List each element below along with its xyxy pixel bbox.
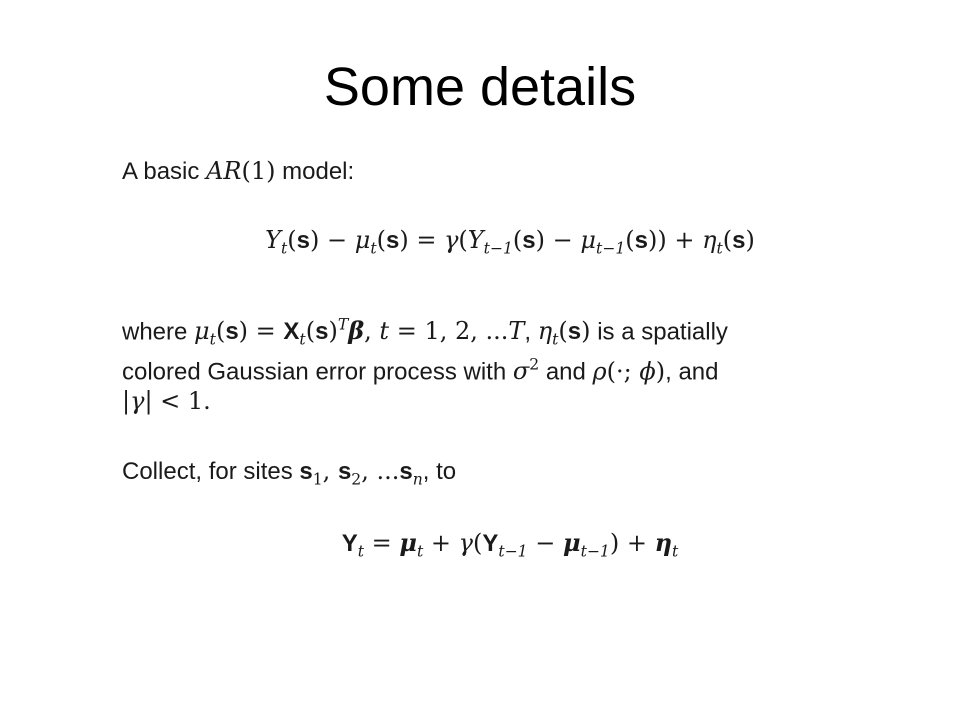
intro-line: A basic AR(1) model: <box>122 156 354 187</box>
where-line-3: |γ| < 1. <box>122 386 211 417</box>
intro-text-after: model: <box>282 158 355 185</box>
and-word: and <box>545 358 586 386</box>
where-line-2-text: colored Gaussian error process with <box>122 358 507 386</box>
gamma-constraint: |γ| < 1. <box>122 387 211 415</box>
equation-2: Yt = μt + γ(Yt−1 − μt−1) + ηt <box>341 528 679 561</box>
slide-title: Some details <box>323 57 637 117</box>
intro-text-before: A basic <box>122 158 200 185</box>
equation-1: Yt(s) − μt(s) = γ(Yt−1(s) − μt−1(s)) + η… <box>265 226 755 258</box>
collect-line: Collect, for sites s1, s2, ...sn, to <box>122 456 456 494</box>
error-term: ηt(s) <box>537 317 591 349</box>
sigma-squared: σ2 <box>512 356 540 386</box>
where-line-2-tail: , and <box>665 358 719 386</box>
rho-function: ρ(·; ϕ) <box>592 357 666 386</box>
model-name: AR(1) <box>206 157 276 185</box>
where-word: where <box>122 318 188 346</box>
where-line-2: colored Gaussian error process with σ2 a… <box>122 350 719 387</box>
where-line-1-text: is a spatially <box>597 318 728 346</box>
where-line-1: where μt(s) = Xt(s)Tβ, t = 1, 2, ...T, η… <box>122 316 728 349</box>
collect-text-before: Collect, for sites <box>122 458 293 485</box>
collect-text-after: , to <box>422 458 457 485</box>
sites-list: s1, s2, ...sn <box>299 457 423 489</box>
mean-definition: μt(s) = Xt(s)Tβ, t = 1, 2, ...T <box>194 316 525 349</box>
